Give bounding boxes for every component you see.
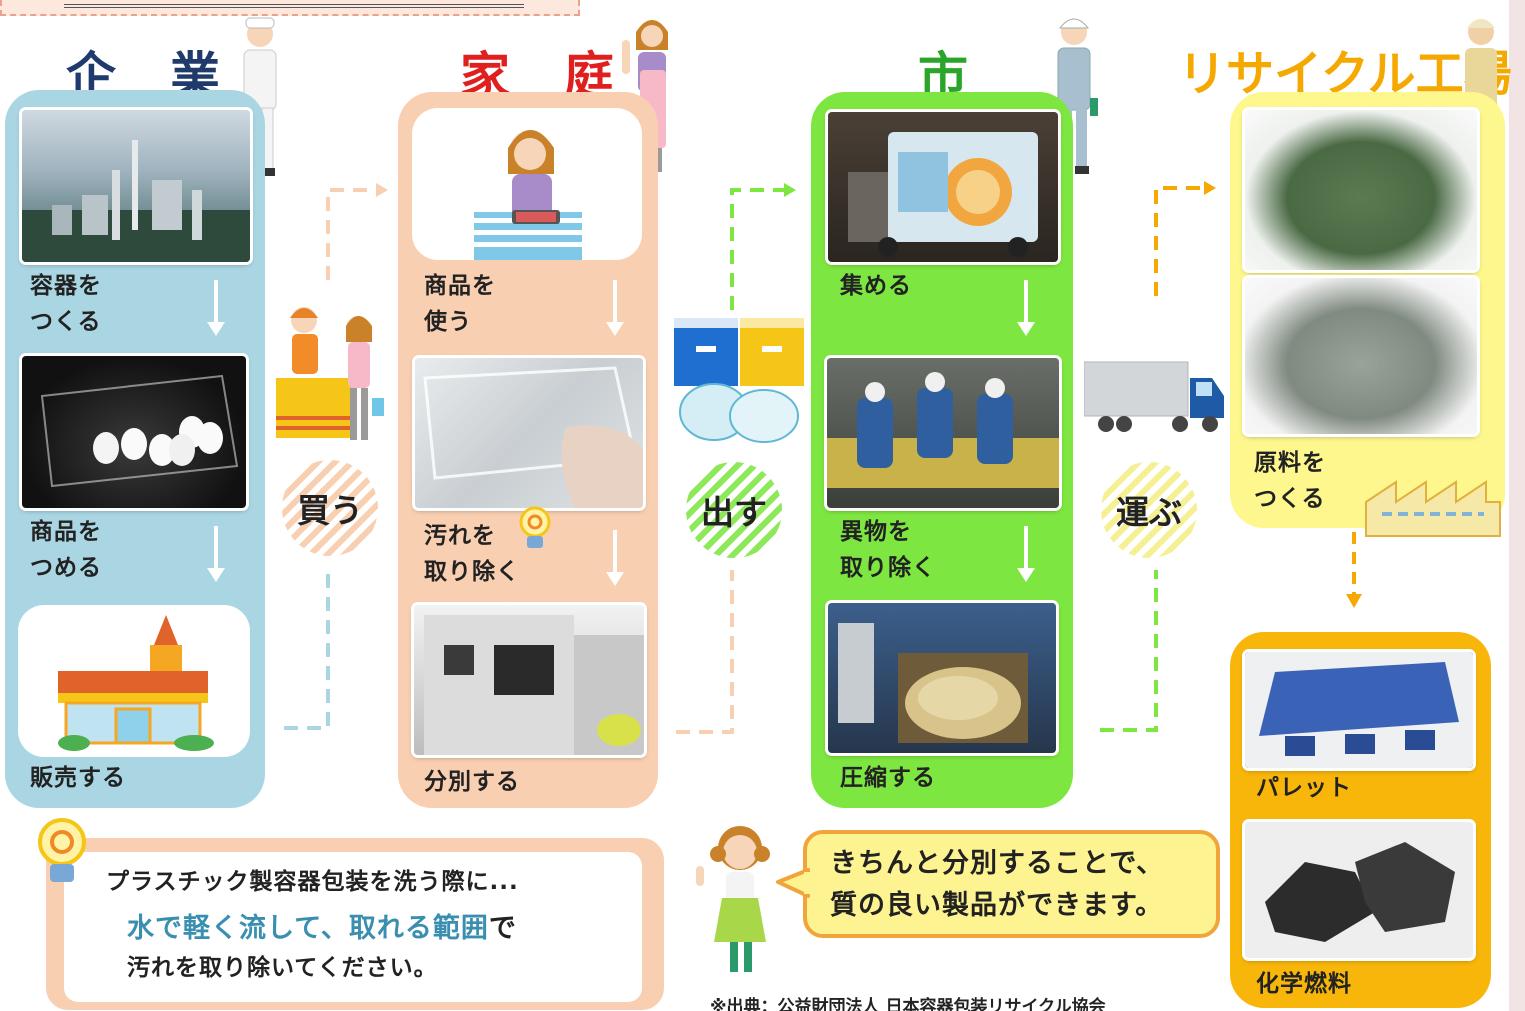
washing-photo [415,358,643,508]
egg-pack-illustration [40,374,239,488]
store-card [18,605,250,757]
bubble-line-2: 質の良い製品ができます。 [830,890,1164,921]
step-sort: 分別する [424,769,520,795]
notice-line-2-tail: で [488,913,517,944]
sorting-line-illustration [827,372,1059,488]
flow-connector-carry [1100,181,1216,732]
recycle-bins-icon [674,318,804,443]
girl-icon [696,826,770,972]
lightbulb-icon [519,506,551,548]
top-banner [0,0,580,16]
arrow-down-shaft [1024,280,1028,324]
chemical-fuel-illustration [1265,842,1455,942]
garbage-truck-photo [828,112,1058,262]
verb-buy: 買う [282,460,378,556]
arrow-down-shaft [613,530,617,574]
step-collect: 集める [840,273,912,299]
fuel-photo [1245,822,1473,958]
compressor-photo [828,603,1056,753]
arrow-to-products [1346,532,1362,608]
arrow-down-shaft [214,280,218,324]
notice-highlight: 水で軽く流して、取れる範囲 [127,913,489,944]
refinery-illustration [22,140,250,262]
notice-inner [64,852,642,1002]
pallet-illustration [1245,652,1473,768]
right-border [1509,0,1525,1011]
eating-card [412,108,642,260]
step-sell: 販売する [30,765,126,791]
washing-illustration [423,366,643,508]
arrow-down-shaft [613,280,617,324]
garbage-truck-illustration [848,132,1038,257]
product-pallet: パレット [1256,775,1352,801]
arrow-down-icon [207,568,225,582]
arrow-down-shaft [214,526,218,570]
step-compress: 圧縮する [840,765,936,791]
arrow-down-icon [1017,568,1035,582]
sorting-bins-photo [414,605,644,755]
store-icon [58,615,214,751]
step-remove-foreign: 異物を 取り除く [840,519,936,581]
notice-line-2: 水で軽く流して、取れる範囲で [127,906,517,945]
woman-eating-icon [474,130,582,260]
sorting-bins-illustration [424,615,644,755]
compressor-illustration [838,623,1028,743]
arrow-down-icon [606,572,624,586]
flakes-photo [1245,278,1477,434]
product-chemical-fuel: 化学燃料 [1256,971,1352,997]
step-pack-products: 商品を つめる [30,519,102,581]
step-use-products: 商品を 使う [424,273,496,335]
arrow-down-icon [606,322,624,336]
arrow-down-shaft [1024,526,1028,570]
banner-rule [64,4,524,8]
pellets-photo [1245,110,1477,270]
verb-put-out: 出す [686,462,782,558]
arrow-down-icon [1017,322,1035,336]
speech-bubble [803,830,1220,938]
notice-line-3: 汚れを取り除いてください。 [127,955,438,981]
step-make-containers: 容器を つくる [30,273,102,335]
factory-icon [1365,480,1501,537]
pallet-photo [1245,652,1473,768]
verb-carry: 運ぶ [1101,462,1197,558]
lightbulb-icon [38,818,86,882]
refinery-photo [22,110,250,262]
arrow-down-icon [207,322,225,336]
bubble-text: きちんと分別することで、 質の良い製品ができます。 [830,843,1164,927]
flow-connector-buy [284,183,388,730]
sorting-line-photo [827,358,1059,508]
flow-connector-put-out [676,183,796,734]
step-make-material: 原料を つくる [1254,450,1326,512]
bubble-tail [776,868,810,898]
step-remove-dirt: 汚れを 取り除く [424,523,520,585]
egg-pack-photo [22,356,246,508]
source-credit: ※出典：公益財団法人 日本容器包装リサイクル協会 [710,997,1106,1011]
notice-line-1: プラスチック製容器包装を洗う際に... [106,869,519,895]
bubble-line-1: きちんと分別することで、 [830,848,1165,879]
truck-icon [1084,361,1224,432]
cashier-icon [276,307,384,440]
